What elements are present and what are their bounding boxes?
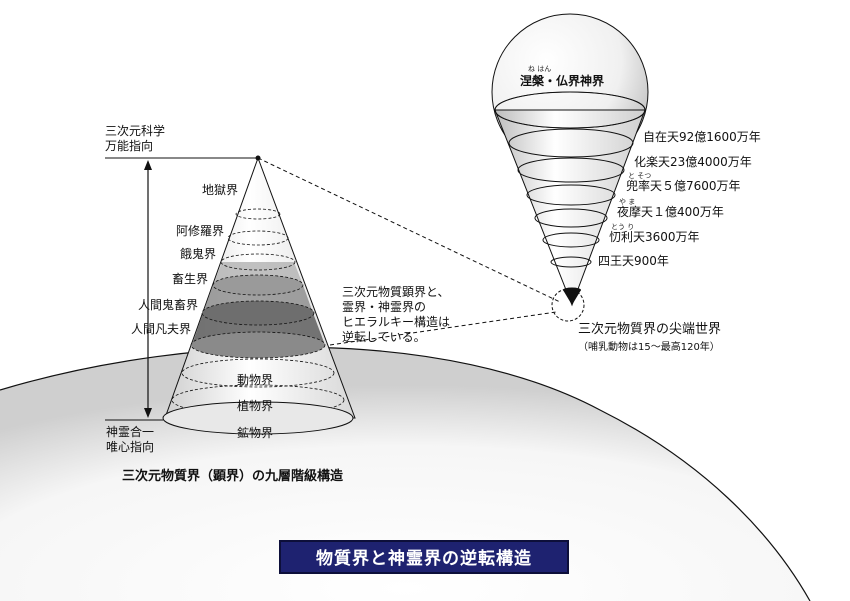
cone-tip-black <box>563 290 581 305</box>
axis-arrowhead-up <box>144 160 152 170</box>
axis-arrowhead-down <box>144 408 152 418</box>
middle-note-line4: 逆転している。 <box>342 330 426 344</box>
heaven-label-shiou: 四王天900年 <box>598 254 669 268</box>
layer-label-hungry-ghost: 餓鬼界 <box>179 247 216 261</box>
layer-label-plant: 植物界 <box>237 399 274 413</box>
tip-label: 三次元物質界の尖端世界 <box>578 322 722 337</box>
layer-label-human-ordinary: 人間凡夫界 <box>130 322 191 336</box>
axis-top-label-line2: 万能指向 <box>105 139 154 153</box>
sphere-label: 涅槃・仏界神界 <box>520 74 605 88</box>
left-cone-caption: 三次元物質界（顕界）の九層階級構造 <box>122 469 344 484</box>
sphere-ruby: ね はん <box>528 65 552 73</box>
ruby-yama: や ま <box>619 198 636 206</box>
layer-label-animal: 動物界 <box>237 373 274 387</box>
earth-outline <box>0 346 811 601</box>
heaven-label-tosotsu: 兜率天５億7600万年 <box>626 179 741 193</box>
layer-label-animal-realm: 畜生界 <box>171 272 208 286</box>
heaven-label-yama: 夜摩天１億400万年 <box>617 205 724 219</box>
heaven-label-keraku: 化楽天23億4000万年 <box>634 155 752 169</box>
ruby-tosotsu: と そつ <box>628 172 652 180</box>
axis-bottom-label-line2: 唯心指向 <box>106 440 155 454</box>
connector-bottom <box>329 311 557 346</box>
layer-label-human-beast: 人間鬼畜界 <box>137 298 198 312</box>
heaven-label-touri: 忉利天3600万年 <box>609 230 700 244</box>
axis-bottom-label-line1: 神霊合一 <box>106 425 155 439</box>
right-cone-body <box>494 109 646 307</box>
middle-note-line2: 霊界・神霊界の <box>342 300 427 314</box>
layer-label-mineral: 鉱物界 <box>237 426 274 440</box>
tip-highlight-circle <box>551 288 585 322</box>
middle-note-line3: ヒエラルキー構造は <box>342 315 451 329</box>
tip-sublabel: （哺乳動物は15～最高120年） <box>578 342 720 353</box>
middle-note-line1: 三次元物質顕界と、 <box>342 285 450 299</box>
layer-label-asura: 阿修羅界 <box>175 224 224 238</box>
heaven-label-jizai: 自在天92億1600万年 <box>643 130 761 144</box>
title-banner: 物質界と神霊界の逆転構造 <box>279 540 569 574</box>
ruby-touri: とう り <box>611 223 635 231</box>
axis-top-label-line1: 三次元科学 <box>105 124 166 138</box>
layer-label-hell: 地獄界 <box>201 183 238 197</box>
